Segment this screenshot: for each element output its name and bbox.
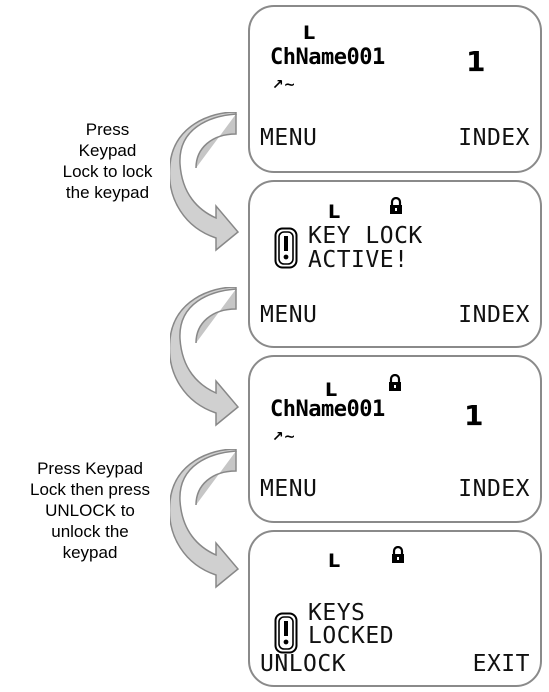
softkey-index[interactable]: INDEX [458, 302, 530, 328]
lock-icon [392, 546, 404, 563]
curved-arrow-icon [170, 287, 240, 427]
lock-icon [389, 374, 401, 391]
channel-number: 1 [464, 399, 484, 432]
softkey-menu[interactable]: MENU [260, 302, 318, 328]
lock-instruction-line: Keypad [78, 141, 137, 160]
lock-instruction-line: the keypad [65, 183, 150, 202]
channel-number: 1 [466, 45, 486, 78]
screen-keys-locked: L KEYS LOCKED UNLOCK EXIT [248, 530, 542, 687]
lock-instruction-line: Lock to lock [62, 162, 153, 181]
softkey-index[interactable]: INDEX [458, 125, 530, 151]
softkey-unlock[interactable]: UNLOCK [260, 651, 347, 677]
lock-message-line1: KEYS [308, 600, 366, 626]
unlock-instruction: Press Keypad Lock then press UNLOCK to u… [0, 458, 180, 563]
unlock-instruction-line: keypad [62, 543, 118, 562]
alert-icon [274, 227, 298, 269]
mode-indicator: L [325, 379, 338, 401]
unlock-instruction-line: unlock the [51, 522, 129, 541]
lock-message-line2: LOCKED [308, 623, 395, 649]
lock-instruction: Press Keypad Lock to lock the keypad [30, 119, 185, 203]
screen-key-lock-active: L KEY LOCK ACTIVE! MENU INDEX [248, 180, 542, 348]
channel-name: ChName001 [270, 45, 385, 70]
mode-indicator: L [328, 201, 341, 223]
softkey-index[interactable]: INDEX [458, 476, 530, 502]
lock-icon [390, 197, 402, 214]
lock-instruction-line: Press [85, 120, 130, 139]
signal-icon: ↗∼ [272, 77, 296, 93]
channel-name: ChName001 [270, 397, 385, 422]
screen-home: L ChName001 1 ↗∼ MENU INDEX [248, 5, 542, 173]
unlock-instruction-line: Lock then press [29, 480, 150, 499]
alert-icon [274, 612, 298, 654]
softkey-menu[interactable]: MENU [260, 125, 318, 151]
screen-home-locked: L ChName001 1 ↗∼ MENU INDEX [248, 355, 542, 523]
softkey-exit[interactable]: EXIT [472, 651, 530, 677]
curved-arrow-icon [170, 449, 240, 589]
signal-icon: ↗∼ [272, 429, 296, 445]
lock-message-line1: KEY LOCK [308, 223, 423, 249]
unlock-instruction-line: Press Keypad [37, 459, 143, 478]
mode-indicator: L [328, 550, 341, 572]
unlock-instruction-line: UNLOCK to [45, 501, 135, 520]
softkey-menu[interactable]: MENU [260, 476, 318, 502]
lock-message-line2: ACTIVE! [308, 247, 409, 273]
mode-indicator: L [303, 22, 316, 44]
curved-arrow-icon [170, 112, 240, 252]
